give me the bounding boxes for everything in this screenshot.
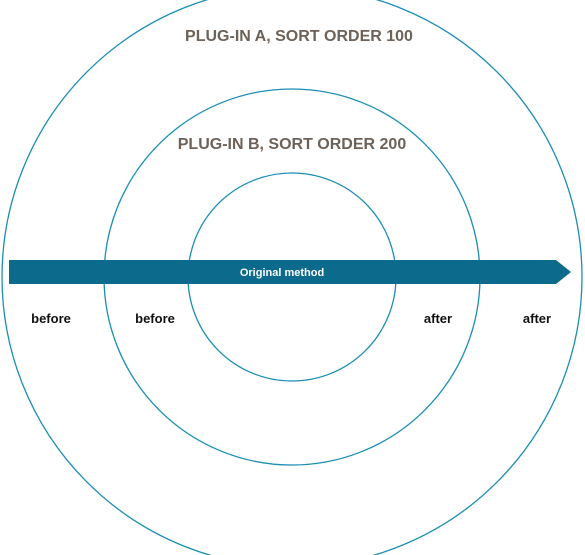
plugin-a-before-label: before: [31, 311, 71, 326]
plugin-b-label: PLUG-IN B, SORT ORDER 200: [178, 136, 407, 153]
plugin-a-after-label: after: [523, 311, 551, 326]
plugin-b-before-label: before: [135, 311, 175, 326]
original-method-arrow: [9, 260, 571, 284]
plugin-a-label: PLUG-IN A, SORT ORDER 100: [185, 28, 413, 45]
plugin-b-after-label: after: [424, 311, 452, 326]
original-method-label: Original method: [240, 267, 324, 279]
